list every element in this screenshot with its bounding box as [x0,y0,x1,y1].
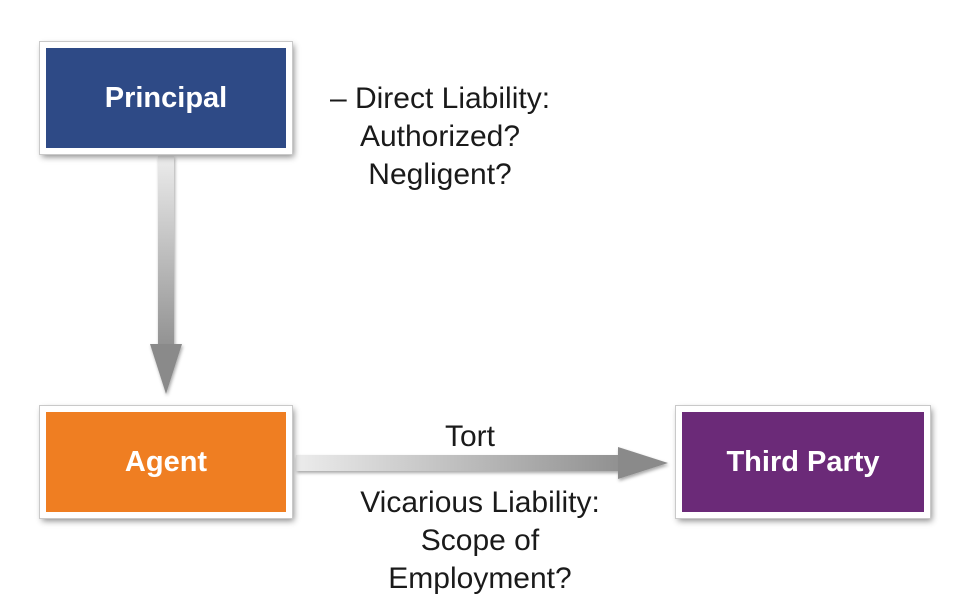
third-party-label: Third Party [726,445,880,478]
arrow-agent-to-third-party [296,447,668,479]
tort-annotation: Tort [444,420,495,453]
vicarious-liability-scope: Scope of [420,524,540,557]
principal-node: Principal [40,42,292,154]
direct-liability-authorized: Authorized? [359,120,521,153]
principal-label: Principal [104,81,228,114]
direct-liability-heading: – Direct Liability: [329,82,551,115]
agent-label: Agent [124,445,208,478]
direct-liability-negligent: Negligent? [368,158,512,191]
arrow-principal-to-agent [150,156,182,394]
direct-liability-annotation: – Direct Liability: Authorized? Negligen… [310,80,570,194]
vicarious-liability-heading: Vicarious Liability: [360,486,600,519]
vicarious-liability-employment: Employment? [388,562,572,595]
agent-node: Agent [40,406,292,518]
vicarious-liability-annotation: Vicarious Liability: Scope of Employment… [330,484,630,598]
third-party-node: Third Party [676,406,930,518]
